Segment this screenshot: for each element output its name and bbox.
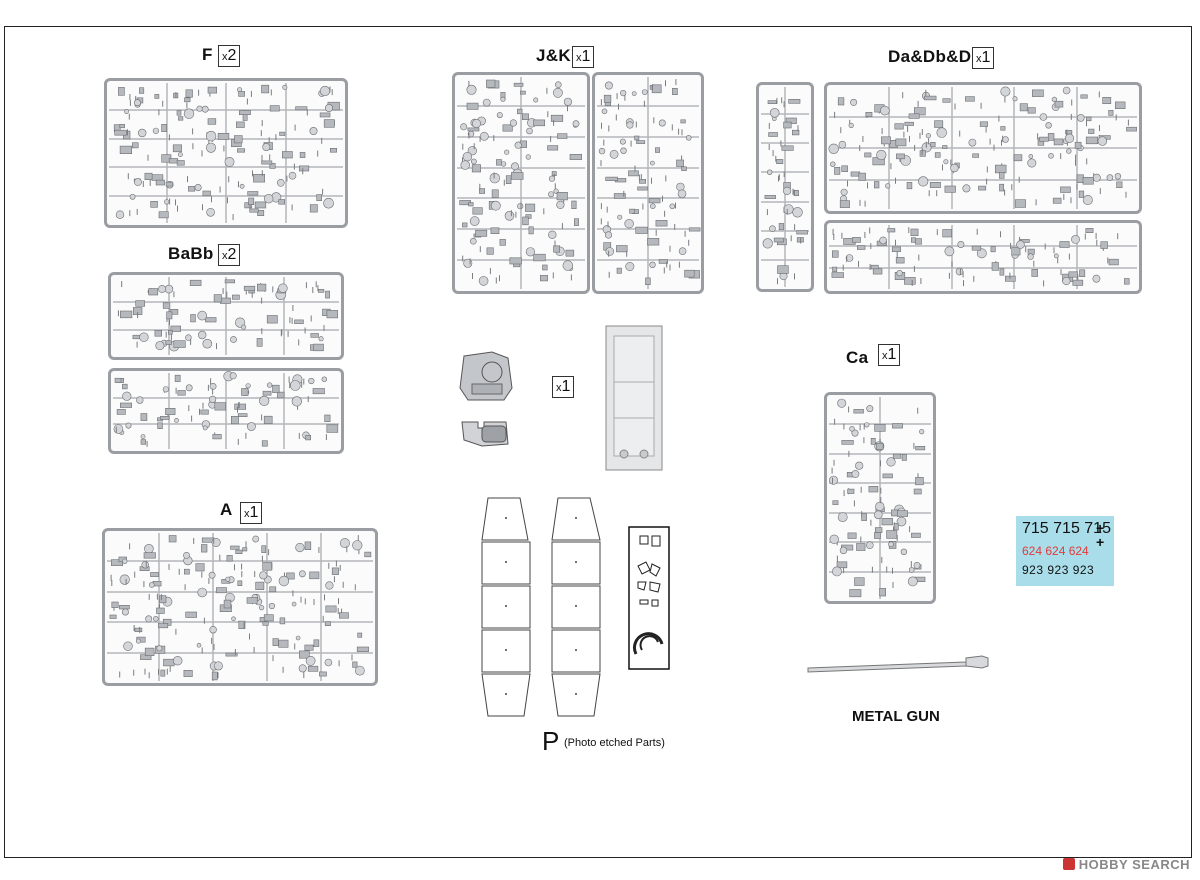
- sprue-j-frame: [452, 72, 590, 294]
- count-prefix: x: [222, 51, 228, 63]
- photo-etch-fret: [628, 526, 670, 670]
- decal-row-1: 715 715 715: [1022, 520, 1111, 537]
- decal-cross-2: +: [1096, 534, 1105, 550]
- turret-shape: [459, 351, 513, 447]
- sprue-b-count: x2: [218, 244, 241, 266]
- sprue-da-frame: [824, 82, 1142, 214]
- sprue-j-parts: [457, 77, 585, 289]
- count-prefix: x: [576, 52, 582, 64]
- decal-row-3: 923 923 923: [1022, 563, 1095, 577]
- sprue-dc-frame: [756, 82, 814, 292]
- watermark-logo-icon: [1062, 858, 1075, 870]
- decal-cross-1: +: [1096, 520, 1105, 536]
- photo-etch-letter: P: [542, 726, 560, 756]
- metal-gun-barrel: [806, 652, 990, 676]
- photo-etch-schurzen: [481, 497, 601, 717]
- count-value: 1: [581, 48, 591, 65]
- sprue-bb-frame: [108, 368, 344, 454]
- count-prefix: x: [244, 508, 250, 520]
- metal-gun-barrel-shape: [807, 655, 989, 673]
- decal-row-2: 624 624 624: [1022, 544, 1089, 558]
- metal-gun-label: METAL GUN: [852, 708, 940, 725]
- sprue-f-label: F: [202, 45, 213, 64]
- sprue-a-label: A: [220, 500, 233, 519]
- count-prefix: x: [882, 350, 888, 362]
- sprue-db-parts: [829, 225, 1137, 289]
- count-value: 2: [227, 47, 237, 64]
- sprue-a-count: x1: [240, 502, 263, 524]
- sprue-dc-parts: [761, 87, 809, 287]
- count-value: 1: [561, 378, 571, 395]
- lower-hull-shape: [605, 325, 663, 471]
- count-value: 1: [887, 346, 897, 363]
- photo-etch-note: (Photo etched Parts): [564, 737, 665, 749]
- count-value: 1: [249, 504, 259, 521]
- count-prefix: x: [222, 250, 228, 262]
- sprue-jk-count: x1: [572, 46, 595, 68]
- sprue-a-parts: [107, 533, 373, 681]
- sprue-d-label: Da&Db&Dc: [888, 47, 982, 66]
- count-value: 2: [227, 246, 237, 263]
- watermark-text: HOBBY SEARCH: [1078, 857, 1190, 872]
- sprue-f-parts: [109, 83, 343, 223]
- sprue-d-count: x1: [972, 47, 995, 69]
- decal-sheet: 715 715 715 624 624 624 923 923 923 + +: [1016, 516, 1114, 586]
- sprue-k-frame: [592, 72, 704, 294]
- watermark: HOBBY SEARCH: [1062, 857, 1190, 872]
- sprue-f-count: x2: [218, 45, 241, 67]
- sprue-jk-label: J&K: [536, 46, 571, 65]
- sprue-bb-parts: [113, 371, 339, 449]
- sprue-ba-parts: [113, 277, 339, 355]
- sprue-ca-label: Ca: [846, 348, 869, 367]
- lower-hull-tub: [602, 322, 668, 474]
- sprue-da-parts: [828, 86, 1137, 209]
- turret-parts: [452, 344, 522, 456]
- sprue-ca-count: x1: [878, 344, 901, 366]
- sprue-db-frame: [824, 220, 1142, 294]
- count-value: 1: [981, 49, 991, 66]
- sprue-a-frame: [102, 528, 378, 686]
- count-prefix: x: [976, 53, 982, 65]
- sprue-ba-frame: [108, 272, 344, 360]
- sprue-k-parts: [597, 77, 701, 289]
- count-prefix: x: [556, 382, 562, 394]
- sprue-b-label: BaBb: [168, 244, 214, 263]
- hull-count: x1: [552, 376, 575, 398]
- sprue-ca-frame: [824, 392, 936, 604]
- sprue-ca-parts: [829, 397, 931, 599]
- photo-etch-fret-shape: [628, 526, 670, 670]
- sprue-f-frame: [104, 78, 348, 228]
- photo-etch-plates: [480, 496, 604, 718]
